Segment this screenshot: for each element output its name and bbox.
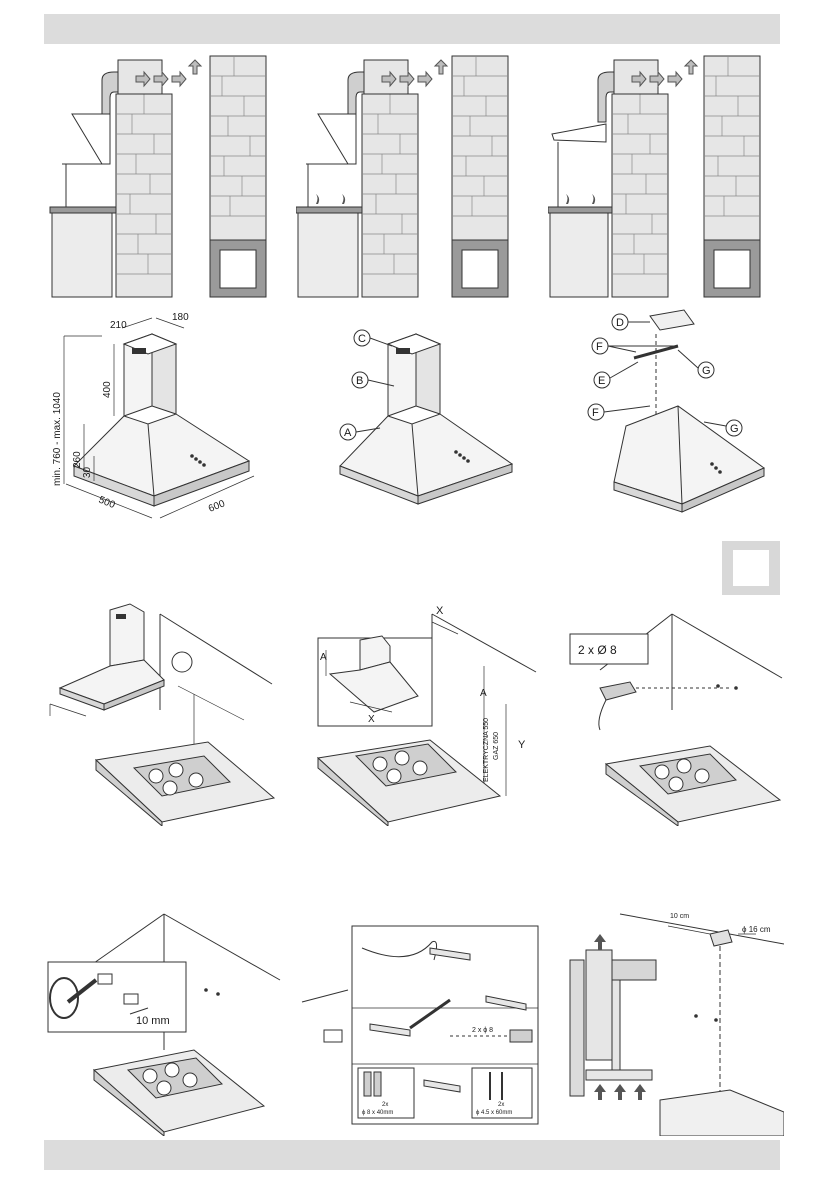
section-marker-box — [722, 541, 780, 595]
inset-label-a: A — [320, 652, 327, 663]
install-step-6: 10 cm ϕ 16 cm — [560, 904, 784, 1136]
screw-depth-label: 10 mm — [136, 1015, 170, 1027]
pipe-diameter-label: ϕ 16 cm — [742, 925, 771, 934]
plug-size-label: ϕ 8 x 40mm — [362, 1110, 393, 1116]
fixing-label-e: E — [598, 375, 605, 387]
fixing-label-f-top: F — [596, 341, 603, 353]
hood-parts-figure: C B A — [322, 306, 532, 506]
plug-qty-label: 2x — [382, 1102, 388, 1108]
header-band — [44, 14, 780, 44]
screw-size-label: ϕ 4.5 x 60mm — [476, 1110, 512, 1116]
wall-label-x: X — [436, 605, 444, 617]
hood-fixings-figure: D F E G F G — [574, 306, 784, 526]
install-step-1 — [44, 600, 276, 826]
hood-dimensions-figure: 210 180 400 min. 760 - max. 1040 260 30 … — [44, 306, 280, 526]
footer-band — [44, 1140, 780, 1170]
label-electric: ELEKTRYCZNA 550 — [483, 718, 490, 782]
part-label-a: A — [344, 427, 352, 439]
inset-label-x: X — [368, 714, 375, 725]
dimension-hood-height: 260 — [72, 451, 83, 468]
fixing-label-d: D — [616, 317, 624, 329]
dimension-side-width: 600 — [207, 498, 227, 515]
wall-label-a: A — [480, 688, 487, 699]
screw-qty-label: 2x — [498, 1102, 504, 1108]
small-drill-label: 2 x ϕ 8 — [472, 1027, 493, 1034]
dimension-top-width: 210 — [110, 320, 127, 331]
fixing-label-g-bottom: G — [730, 423, 739, 435]
part-label-b: B — [356, 375, 363, 387]
ventilation-scene-1 — [44, 52, 284, 300]
dimension-front-width: 500 — [97, 495, 117, 512]
install-step-3: 2 x Ø 8 — [560, 600, 784, 826]
drill-spec-label: 2 x Ø 8 — [578, 643, 617, 657]
label-gas: GAZ 650 — [493, 732, 500, 760]
install-step-4: 10 mm — [44, 910, 284, 1136]
ventilation-scene-3 — [548, 52, 788, 300]
label-y: Y — [518, 739, 526, 751]
dimension-chimney-height: 400 — [102, 381, 113, 398]
ventilation-scene-2 — [296, 52, 536, 300]
distance-label: 10 cm — [670, 913, 689, 920]
part-label-c: C — [358, 333, 366, 345]
fixing-label-f-bottom: F — [592, 407, 599, 419]
dimension-range-height: min. 760 - max. 1040 — [52, 392, 63, 486]
install-step-5: 2 x ϕ 8 2x ϕ 8 x 40mm 2x ϕ 4.5 x 60mm — [300, 920, 544, 1126]
install-step-2: A X X A Y ELEKTRYCZNA 550 GAZ 650 — [300, 600, 540, 826]
dimension-rim-height: 30 — [82, 466, 93, 478]
dimension-top-depth: 180 — [172, 312, 189, 323]
fixing-label-g-top: G — [702, 365, 711, 377]
